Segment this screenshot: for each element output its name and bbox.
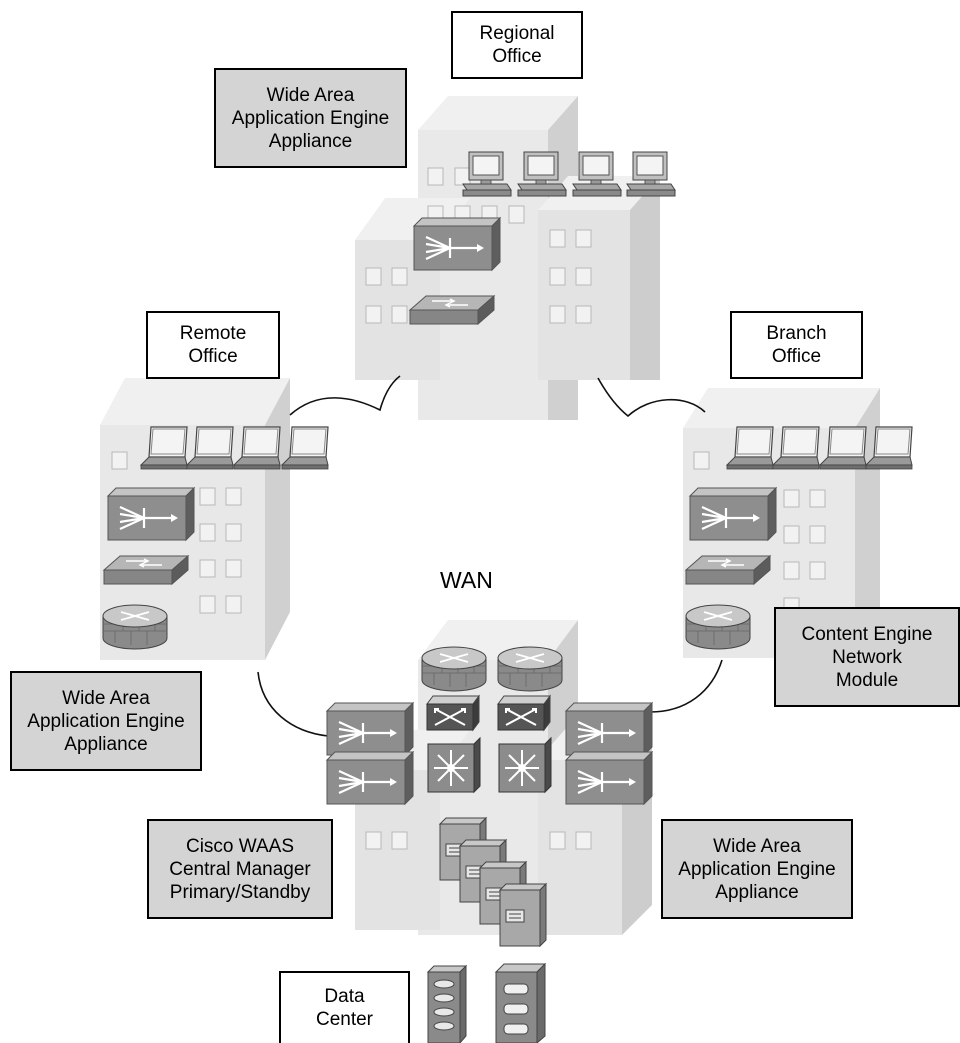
dc-router-icon-1 bbox=[421, 646, 487, 692]
branch-wae-icon bbox=[688, 486, 778, 542]
dc-content-switch-icon-1 bbox=[427, 737, 481, 793]
wan-label: WAN bbox=[440, 567, 493, 593]
wae-label-left: Wide Area Application Engine Appliance bbox=[10, 671, 202, 771]
dc-router-icon-2 bbox=[497, 646, 563, 692]
branch-office-label: Branch Office bbox=[730, 311, 863, 379]
data-center-label: Data Center bbox=[279, 971, 410, 1043]
dc-wae-icon-2 bbox=[325, 750, 415, 806]
branch-switch-icon bbox=[685, 555, 771, 585]
dc-wae-icon-4 bbox=[564, 750, 654, 806]
regional-office-label: Regional Office bbox=[451, 11, 583, 79]
remote-router-icon bbox=[102, 604, 168, 650]
regional-wae-icon bbox=[412, 216, 502, 272]
dc-content-switch-icon-2 bbox=[498, 737, 552, 793]
branch-router-icon bbox=[685, 604, 751, 650]
remote-wae-icon bbox=[106, 486, 196, 542]
storage-disk-array-icon bbox=[426, 964, 468, 1043]
dc-wae-icon-1 bbox=[325, 701, 415, 757]
remote-office-label: Remote Office bbox=[146, 311, 280, 379]
remote-switch-icon bbox=[103, 555, 189, 585]
dc-multilayer-switch-icon-1 bbox=[426, 695, 480, 731]
storage-tape-library-icon bbox=[494, 962, 547, 1043]
wae-label-top-left: Wide Area Application Engine Appliance bbox=[214, 68, 407, 168]
central-manager-label: Cisco WAAS Central Manager Primary/Stand… bbox=[147, 819, 333, 919]
dc-multilayer-switch-icon-2 bbox=[497, 695, 551, 731]
regional-switch-icon bbox=[409, 295, 495, 325]
dc-wae-icon-3 bbox=[564, 701, 654, 757]
content-engine-network-module-label: Content Engine Network Module bbox=[774, 607, 960, 707]
wae-label-bottom-right: Wide Area Application Engine Appliance bbox=[661, 819, 853, 919]
